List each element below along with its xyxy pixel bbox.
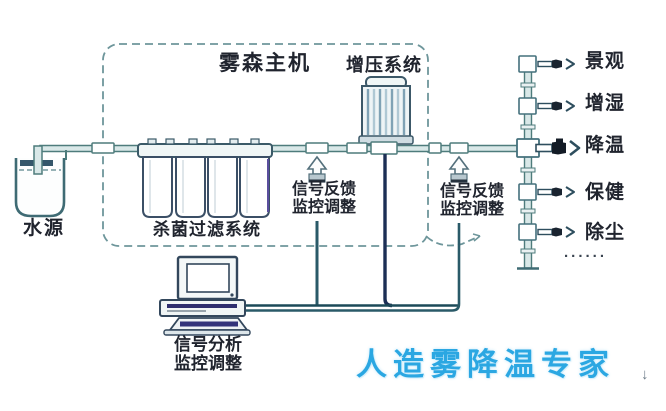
feedback-label-line2: 监控调整 (439, 201, 504, 218)
feedback-up-arrow-icon (448, 155, 470, 183)
feedback-label-line2: 监控调整 (291, 199, 356, 216)
outlet-label-cooling: 降温 (585, 135, 626, 156)
computer-icon (159, 255, 251, 336)
feedback-label-right: 信号反馈 监控调整 (431, 183, 513, 219)
feedback-label-line1: 信号反馈 (291, 181, 356, 198)
feedback-up-arrow-icon (306, 155, 328, 183)
pressure-pump-icon (358, 76, 414, 145)
outlet-label-humidify: 增湿 (585, 93, 626, 114)
water-tank-icon (14, 145, 67, 218)
nozzle-icon (537, 226, 575, 238)
signal-analysis-label: 信号分析 监控调整 (166, 335, 250, 373)
nozzle-icon-large (535, 138, 581, 157)
pipe-couplings (91, 141, 469, 155)
analysis-label-line2: 监控调整 (174, 354, 242, 373)
down-arrow-icon: ↓ (641, 366, 649, 383)
feedback-label-left: 信号反馈 监控调整 (283, 181, 365, 217)
dashed-tail-arrowhead-icon (472, 233, 481, 242)
outlet-label-health: 保健 (585, 182, 626, 203)
filter-system-icon (137, 138, 273, 218)
pressure-system-label: 增压系统 (346, 55, 422, 75)
distribution-pipe (516, 55, 540, 270)
filter-system-label: 杀菌过滤系统 (153, 220, 261, 239)
feedback-label-line1: 信号反馈 (439, 183, 504, 200)
dashed-feedback-tail (426, 235, 481, 247)
analysis-label-line1: 信号分析 (174, 335, 242, 354)
nozzle-icon (537, 58, 575, 70)
nozzle-icon (537, 100, 575, 112)
watermark-text: 人造雾降温专家 (356, 347, 615, 382)
outlet-label-landscape: 景观 (585, 51, 626, 72)
main-unit-label: 雾森主机 (219, 52, 311, 75)
outlet-ellipsis: ...... (564, 244, 608, 261)
water-source-label: 水源 (23, 218, 66, 239)
outlet-label-dust-removal: 除尘 (585, 222, 626, 243)
nozzle-icon (537, 186, 575, 198)
signal-cables (245, 154, 461, 312)
